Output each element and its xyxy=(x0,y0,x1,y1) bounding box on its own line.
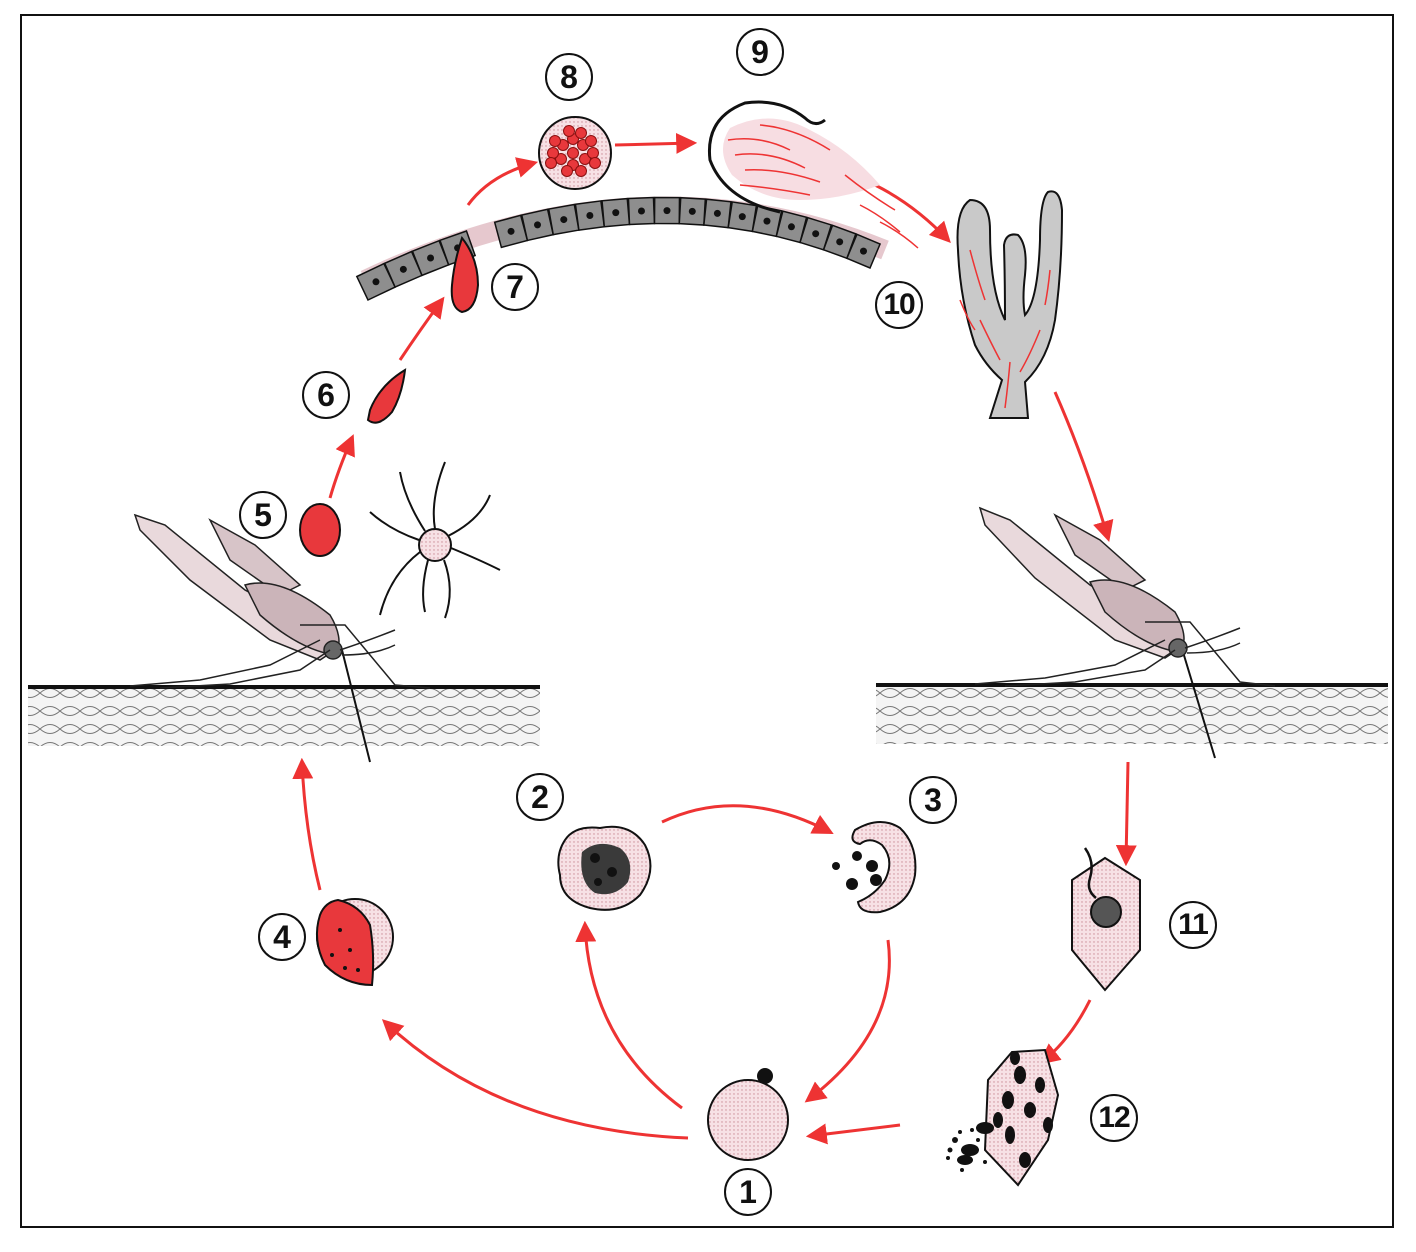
arrow-10-to-mosquito xyxy=(1053,391,1114,543)
gut-cell-nucleus xyxy=(713,209,721,217)
oocyst-sporozoite-dot xyxy=(561,165,573,177)
stage-label-1: 1 xyxy=(724,1168,772,1216)
stage-8-oocyst xyxy=(538,116,612,190)
gut-cell-nucleus xyxy=(738,213,746,221)
right-skin xyxy=(876,683,1388,744)
arrow-4-to-mosquito xyxy=(292,757,322,891)
oocyst-sporozoite-dot xyxy=(563,125,575,137)
stage-10-salivary-gland xyxy=(956,190,1064,419)
stage-6-ookinete xyxy=(366,368,407,424)
oocyst-sporozoite-dot xyxy=(547,147,559,159)
arrow-midgut-to-8 xyxy=(466,157,539,206)
arrow-2-to-3 xyxy=(661,804,834,834)
arrow-1-to-4 xyxy=(381,1019,689,1140)
arrow-9-to-10 xyxy=(874,183,951,244)
gut-cell-nucleus xyxy=(399,265,407,273)
gut-cell-nucleus xyxy=(663,207,671,215)
gut-cell-nucleus xyxy=(507,227,515,235)
gut-cell-nucleus xyxy=(372,278,380,286)
stage-label-12: 12 xyxy=(1090,1094,1138,1142)
gut-cell-nucleus xyxy=(586,212,594,220)
oocyst-sporozoite-dot xyxy=(587,147,599,159)
stage-label-7: 7 xyxy=(491,263,539,311)
stage-4-gametocyte xyxy=(315,898,394,987)
stage-label-3: 3 xyxy=(909,776,957,824)
arrow-5-to-6 xyxy=(328,434,355,499)
oocyst-sporozoite-dot xyxy=(545,157,557,169)
stage-label-8: 8 xyxy=(545,53,593,101)
stage-label-10: 10 xyxy=(875,281,923,329)
gut-cell-nucleus xyxy=(836,238,844,246)
arrow-11-to-12 xyxy=(1038,999,1092,1065)
gut-cell-nucleus xyxy=(812,230,820,238)
oocyst-sporozoite-dot xyxy=(549,135,561,147)
oocyst-sporozoite-dot xyxy=(575,165,587,177)
oocyst-sporozoite-dot xyxy=(589,157,601,169)
stage-label-4: 4 xyxy=(258,913,306,961)
gut-cell-nucleus xyxy=(787,223,795,231)
male-gamete xyxy=(369,461,501,619)
oocyst-sporozoite-dot xyxy=(579,153,591,165)
gut-cell-nucleus xyxy=(560,216,568,224)
gut-cell-nucleus xyxy=(859,247,867,255)
left-skin xyxy=(28,685,540,746)
midgut-wall xyxy=(355,196,889,301)
gut-cell-nucleus xyxy=(612,209,620,217)
gut-cell-nucleus xyxy=(637,207,645,215)
stage-label-6: 6 xyxy=(302,371,350,419)
right-mosquito xyxy=(974,506,1276,759)
gut-cell-nucleus xyxy=(763,217,771,225)
stage-11-liver-cell xyxy=(1071,847,1141,992)
stage-label-9: 9 xyxy=(736,28,784,76)
oocyst-sporozoite-dot xyxy=(567,147,579,159)
gut-cell-nucleus xyxy=(688,207,696,215)
arrow-3-to-1 xyxy=(804,939,891,1103)
stage-9-ruptured-oocyst xyxy=(707,100,919,249)
stage-label-11: 11 xyxy=(1169,901,1217,949)
left-mosquito xyxy=(129,513,431,763)
oocyst-sporozoite-dot xyxy=(585,135,597,147)
stage-12-liver-schizont xyxy=(946,1048,1060,1187)
stage-1-host-cell xyxy=(707,1068,789,1161)
gut-cell-nucleus xyxy=(534,221,542,229)
oocyst-sporozoite-dot xyxy=(555,153,567,165)
stage-label-2: 2 xyxy=(516,773,564,821)
stage-label-5: 5 xyxy=(239,491,287,539)
arrow-1-to-2 xyxy=(575,920,683,1110)
gut-cell-nucleus xyxy=(427,254,435,262)
stage-5-gametes xyxy=(299,461,501,619)
oocyst-sporozoite-dot xyxy=(575,127,587,139)
cycle-arrows xyxy=(292,132,1137,1145)
stage-7-penetrating-ookinete xyxy=(450,235,480,314)
arrow-6-to-7 xyxy=(398,296,445,361)
arrow-skin-to-11 xyxy=(1115,761,1137,867)
arrow-12-to-1 xyxy=(805,1123,901,1145)
arrow-8-to-9 xyxy=(614,132,698,154)
stage-2-schizont xyxy=(557,825,652,911)
stage-3-rupture xyxy=(832,821,917,914)
